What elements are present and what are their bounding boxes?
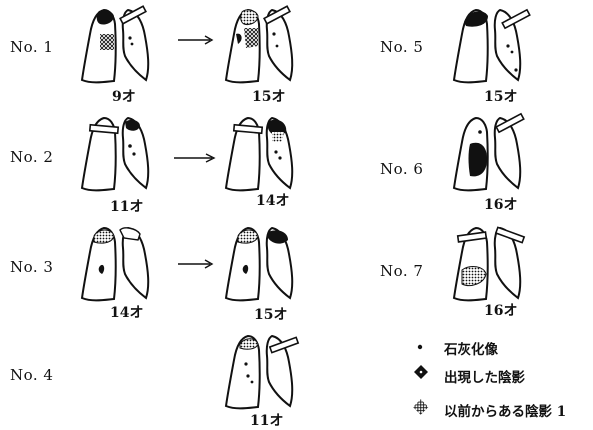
case-label-2: No. 2	[10, 148, 53, 166]
case-2-before	[82, 118, 148, 190]
age-case-2-after: 14オ	[256, 190, 289, 210]
legend-dot-icon	[418, 345, 422, 349]
case-7	[454, 227, 524, 300]
age-case-1-after: 15オ	[252, 86, 285, 106]
case-6	[454, 114, 524, 191]
age-case-4: 11オ	[250, 410, 283, 430]
age-case-3-before: 14オ	[110, 302, 143, 322]
case-label-1: No. 1	[10, 38, 53, 56]
age-case-1-before: 9オ	[112, 86, 136, 106]
legend-calcified: 石灰化像	[444, 338, 498, 358]
case-4	[226, 336, 298, 408]
age-case-3-after: 15オ	[254, 304, 287, 324]
age-case-6: 16オ	[484, 194, 517, 214]
case-5	[454, 10, 530, 83]
age-case-5: 15オ	[484, 86, 517, 106]
case-1-after	[226, 6, 292, 82]
case-label-3: No. 3	[10, 258, 53, 276]
case-3-after	[226, 228, 292, 300]
case-label-6: No. 6	[380, 160, 423, 178]
legend-old-shadow: 以前からある陰影 1	[444, 400, 566, 420]
case-label-4: No. 4	[10, 366, 53, 384]
case-label-5: No. 5	[380, 38, 423, 56]
case-label-7: No. 7	[380, 262, 423, 280]
age-case-2-before: 11オ	[110, 196, 143, 216]
case-3-before	[82, 228, 148, 300]
case-2-after	[226, 118, 292, 190]
legend-hatch-icon	[413, 399, 429, 415]
case-1-before	[82, 6, 148, 82]
age-case-7: 16オ	[484, 300, 517, 320]
legend-new-shadow: 出現した陰影	[444, 366, 525, 386]
